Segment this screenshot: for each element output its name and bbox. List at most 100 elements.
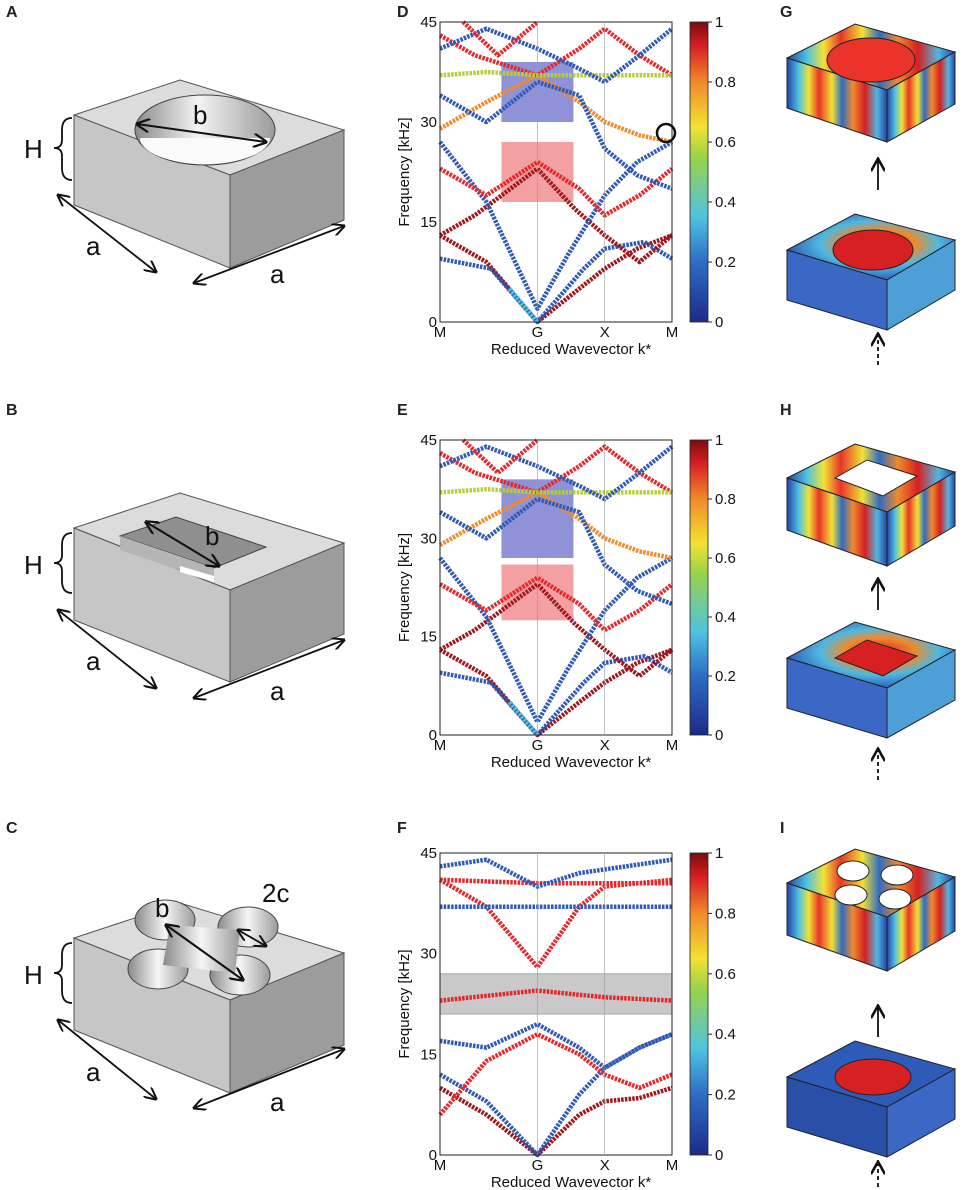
width-label-a: a — [86, 231, 101, 261]
x-tick-label: X — [600, 324, 610, 341]
x-tick-label: M — [666, 1157, 679, 1174]
unit-cell-square-hole: b H a a — [24, 492, 390, 706]
band-curves — [438, 857, 673, 1158]
band-line — [439, 654, 674, 738]
band-line — [438, 73, 673, 145]
band-line — [438, 877, 673, 970]
lobe-label-c: 2c — [262, 878, 289, 908]
unit-cell-circular-hole: b H a a — [24, 79, 390, 289]
colorbar — [689, 21, 709, 323]
plot-frame — [439, 439, 673, 736]
height-label-a: H — [24, 134, 43, 164]
y-tick-label: 0 — [429, 1147, 437, 1164]
band-line — [439, 239, 674, 325]
hole-span-label-c: b — [155, 893, 169, 923]
panel-letter-i: I — [780, 820, 785, 837]
band-curves — [438, 20, 674, 325]
plot-frame — [439, 852, 673, 1156]
band-line — [438, 496, 673, 607]
panel-letter-c: C — [6, 820, 18, 837]
mode-shapes-i — [785, 848, 957, 1187]
x-axis-title: Reduced Wavevector k* — [491, 1174, 652, 1190]
band-line — [439, 486, 672, 495]
width-label-b: a — [86, 646, 101, 676]
panel-letter-d: D — [397, 4, 409, 21]
y-tick-label: 15 — [420, 214, 437, 231]
depth-label-c: a — [270, 1087, 285, 1117]
y-tick-label: 0 — [429, 727, 437, 744]
panel-letter-a: A — [6, 4, 18, 21]
height-label-b: H — [24, 550, 43, 580]
band-line — [438, 647, 673, 738]
colorbar-tick-label: 0.2 — [715, 254, 736, 271]
band-line — [438, 159, 674, 218]
band-line — [438, 575, 674, 633]
colorbar-tick-label: 0.4 — [715, 609, 736, 626]
y-axis-title: Frequency [kHz] — [396, 533, 413, 642]
band-line — [439, 877, 672, 886]
band-curves — [438, 438, 674, 738]
y-tick-label: 45 — [420, 432, 437, 449]
x-tick-label: G — [532, 737, 544, 754]
colorbar-tick-label: 0.8 — [715, 905, 736, 922]
band-line — [439, 1021, 673, 1071]
panel-letter-g: G — [780, 4, 793, 21]
highlight-circle — [655, 122, 677, 144]
band-line — [439, 988, 673, 1003]
x-axis-title: Reduced Wavevector k* — [491, 341, 652, 358]
panel-letter-b: B — [6, 402, 18, 419]
depth-label-a: a — [270, 259, 285, 289]
x-tick-label: X — [600, 1157, 610, 1174]
colorbar — [689, 439, 709, 736]
y-tick-label: 15 — [420, 629, 437, 646]
x-tick-label: M — [666, 737, 679, 754]
panel-letter-f: F — [397, 820, 407, 837]
band-line — [439, 26, 674, 85]
panel-letter-e: E — [397, 402, 408, 419]
band-line — [438, 140, 674, 311]
colorbar-tick-label: 0.2 — [715, 668, 736, 685]
band-line — [438, 166, 674, 265]
y-tick-label: 30 — [420, 946, 437, 963]
mode-shapes-g — [785, 23, 957, 365]
colorbar-tick-label: 0.4 — [715, 194, 736, 211]
y-tick-label: 45 — [420, 14, 437, 31]
width-label-c: a — [86, 1057, 101, 1087]
y-tick-label: 45 — [420, 845, 437, 862]
colorbar-tick-label: 1 — [715, 14, 723, 31]
colorbar-tick-label: 0 — [715, 727, 723, 744]
band-line — [438, 1085, 673, 1158]
x-tick-label: M — [434, 324, 447, 341]
y-tick-label: 15 — [420, 1046, 437, 1063]
band-line — [461, 20, 539, 58]
band-line — [438, 79, 673, 191]
band-line — [439, 69, 672, 78]
y-tick-label: 0 — [429, 314, 437, 331]
colorbar-tick-label: 0.6 — [715, 134, 736, 151]
band-line — [438, 1031, 673, 1117]
colorbar-tick-label: 0.4 — [715, 1026, 736, 1043]
mode-shapes-h — [785, 443, 957, 780]
hole-side-label-b: b — [205, 521, 219, 551]
unit-cell-cross-hole: b 2c H a a — [24, 878, 390, 1117]
x-tick-label: M — [666, 324, 679, 341]
height-label-c: H — [24, 960, 43, 990]
x-tick-label: M — [434, 1157, 447, 1174]
y-tick-label: 30 — [420, 114, 437, 131]
colorbar-tick-label: 0 — [715, 314, 723, 331]
y-tick-label: 30 — [420, 530, 437, 547]
band-line — [439, 444, 674, 502]
depth-label-b: a — [270, 676, 285, 706]
colorbar-tick-label: 1 — [715, 845, 723, 862]
band-line — [438, 556, 674, 725]
hole-diameter-label-a: b — [193, 100, 207, 130]
panel-letter-h: H — [780, 402, 792, 419]
colorbar — [689, 852, 709, 1156]
x-tick-label: X — [600, 737, 610, 754]
x-tick-label: G — [532, 1157, 544, 1174]
colorbar-tick-label: 0.6 — [715, 550, 736, 567]
y-axis-title: Frequency [kHz] — [396, 117, 413, 226]
